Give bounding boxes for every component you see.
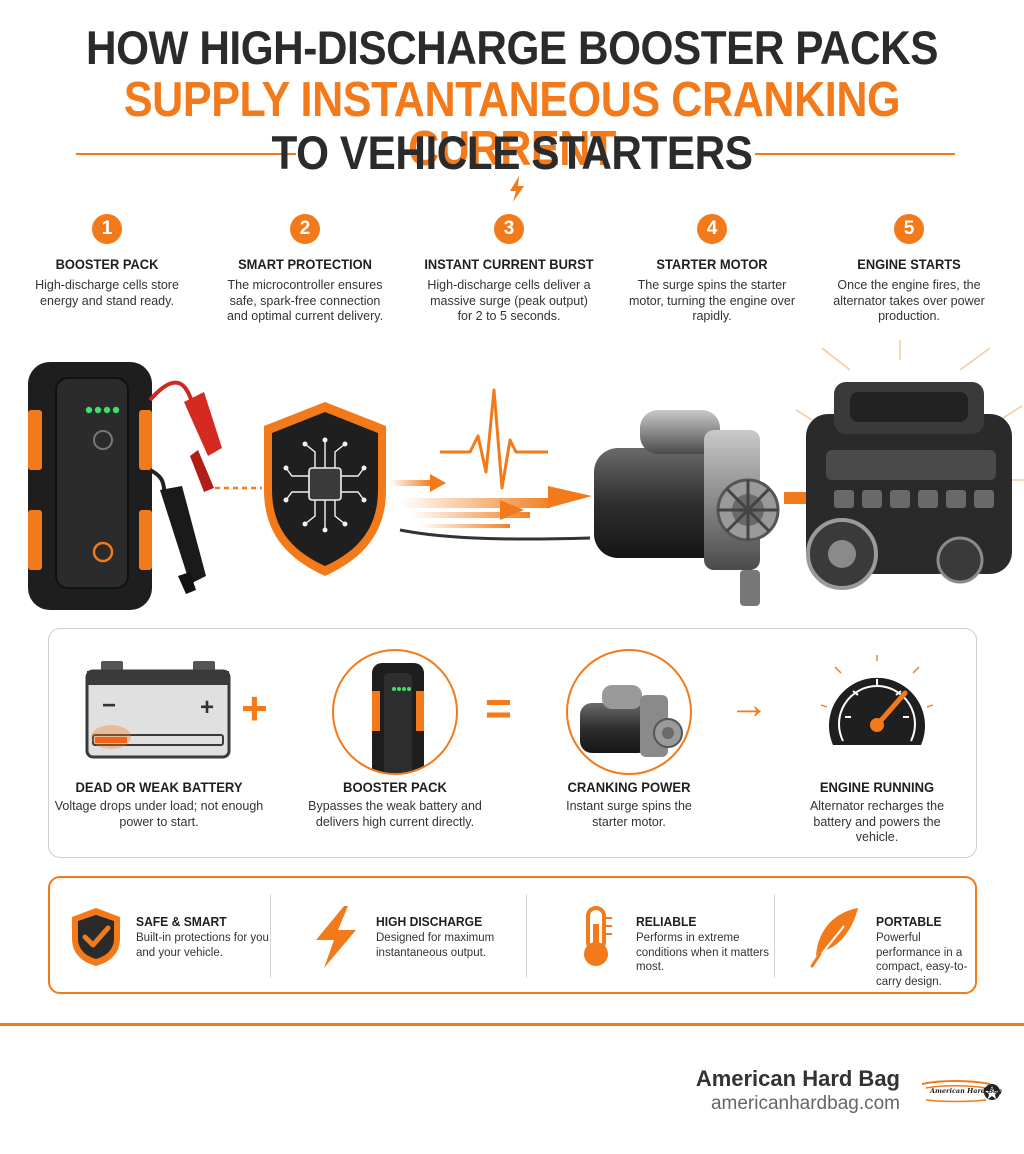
- step-title: STARTER MOTOR: [656, 256, 768, 272]
- equation-title: BOOSTER PACK: [343, 779, 447, 795]
- brand-name: American Hard Bag: [695, 1066, 900, 1091]
- title-line-3: TO VEHICLE STARTERS: [271, 126, 753, 179]
- step-description: The surge spins the starter motor, turni…: [628, 278, 796, 323]
- current-pulse-icon: [440, 388, 548, 490]
- feather-icon: [810, 908, 858, 968]
- booster-pack-device: [28, 362, 222, 610]
- svg-text:+: +: [200, 694, 214, 721]
- equals-operator: =: [485, 682, 512, 734]
- lightning-icon: [316, 906, 356, 968]
- equation-title: CRANKING POWER: [567, 779, 691, 795]
- benefit-title: HIGH DISCHARGE: [376, 914, 483, 929]
- step-number: 1: [92, 214, 122, 244]
- step-title: BOOSTER PACK: [55, 256, 159, 272]
- step-2: 2 SMART PROTECTION The microcontroller e…: [210, 214, 400, 325]
- benefit-high-discharge: HIGH DISCHARGE Designed for maximum inst…: [290, 878, 522, 992]
- equation-title: DEAD OR WEAK BATTERY: [75, 779, 243, 795]
- title-rule-left: [76, 153, 296, 155]
- gauge-icon: [821, 655, 933, 745]
- step-title: SMART PROTECTION: [238, 256, 372, 272]
- step-description: The microcontroller ensures safe, spark-…: [226, 278, 384, 323]
- benefit-reliable: RELIABLE Performs in extreme conditions …: [550, 878, 782, 992]
- benefit-safe-smart: SAFE & SMART Built-in protections for yo…: [50, 878, 282, 992]
- benefit-divider: [526, 894, 527, 978]
- title-line-1: HOW HIGH-DISCHARGE BOOSTER PACKS: [86, 21, 938, 74]
- step-description: High-discharge cells deliver a massive s…: [427, 278, 591, 323]
- step-number: 2: [290, 214, 320, 244]
- equation-description: Bypasses the weak battery and delivers h…: [308, 799, 482, 829]
- lightning-icon: [510, 176, 524, 202]
- benefit-title: PORTABLE: [876, 914, 942, 929]
- arrow-operator: →: [729, 683, 769, 727]
- benefit-title: SAFE & SMART: [136, 914, 227, 929]
- benefits-panel: SAFE & SMART Built-in protections for yo…: [48, 876, 977, 994]
- benefit-divider: [270, 894, 271, 978]
- step-number: 3: [494, 214, 524, 244]
- benefit-description: Built-in protections for you and your ve…: [136, 932, 269, 959]
- logo-text: American Hard Bag: [930, 1087, 1002, 1095]
- logo-wing-icon: [921, 1080, 1000, 1103]
- title-line-2: SUPPLY INSTANTANEOUS CRANKING CURRENT: [123, 73, 901, 176]
- starter-motor-icon: [566, 649, 692, 775]
- footer-rule: [0, 1023, 1024, 1026]
- step-title: INSTANT CURRENT BURST: [424, 256, 594, 272]
- current-flow-arrows: [215, 474, 592, 541]
- brand-logo: American Hard Bag: [920, 1076, 1004, 1106]
- step-4: 4 STARTER MOTOR The surge spins the star…: [617, 214, 807, 325]
- step-5: 5 ENGINE STARTS Once the engine fires, t…: [814, 214, 1004, 325]
- step-description: Once the engine fires, the alternator ta…: [833, 278, 985, 323]
- process-illustration: [28, 340, 1024, 610]
- step-number: 4: [697, 214, 727, 244]
- equation-title: ENGINE RUNNING: [819, 779, 935, 795]
- step-number: 5: [894, 214, 924, 244]
- starter-motor-device: [594, 410, 780, 606]
- equation-description: Alternator recharges the battery and pow…: [809, 799, 945, 844]
- benefit-title: RELIABLE: [636, 914, 697, 929]
- svg-text:−: −: [102, 692, 116, 719]
- thermometer-icon: [584, 906, 612, 966]
- battery-icon: − +: [85, 661, 231, 759]
- benefit-portable: PORTABLE Powerful performance in a compa…: [790, 878, 978, 992]
- brand-url[interactable]: americanhardbag.com: [710, 1093, 900, 1114]
- benefit-divider: [774, 894, 775, 978]
- equation-description: Voltage drops under load; not enough pow…: [54, 799, 264, 829]
- step-title: ENGINE STARTS: [857, 256, 961, 272]
- shield-chip-icon: [264, 402, 386, 576]
- equation-panel: − + DEAD OR WEAK BATTERY Voltage drops u…: [48, 628, 977, 858]
- step-3: 3 INSTANT CURRENT BURST High-discharge c…: [414, 214, 604, 325]
- engine-device: [795, 340, 1024, 590]
- shield-check-icon: [72, 908, 120, 966]
- title-rule-right: [755, 153, 955, 155]
- plus-operator: +: [241, 682, 268, 734]
- step-1: 1 BOOSTER PACK High-discharge cells stor…: [12, 214, 202, 309]
- benefit-description: Powerful performance in a compact, easy-…: [876, 932, 968, 988]
- benefit-description: Performs in extreme conditions when it m…: [636, 932, 769, 973]
- brand-block: American Hard Bag americanhardbag.com: [696, 1066, 900, 1115]
- booster-pack-icon: [332, 649, 458, 775]
- equation-description: Instant surge spins the starter motor.: [566, 799, 692, 829]
- step-description: High-discharge cells store energy and st…: [35, 278, 179, 308]
- benefit-description: Designed for maximum instantaneous outpu…: [376, 932, 495, 959]
